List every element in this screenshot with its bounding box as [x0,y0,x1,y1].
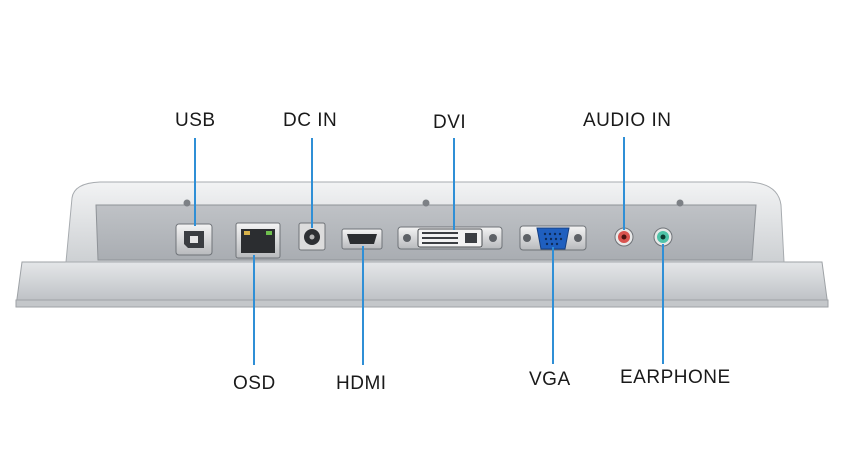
leader-line-vga [552,247,554,364]
leader-line-hdmi [362,246,364,365]
label-audio-in: AUDIO IN [583,110,672,131]
label-earphone: EARPHONE [620,367,731,388]
dvi-port [397,226,503,250]
osd-port [235,222,281,259]
leader-line-dc-in [311,138,313,228]
leader-line-audio-in [623,137,625,230]
usb-port [175,223,213,256]
label-vga: VGA [529,369,571,390]
label-dc-in: DC IN [283,110,338,131]
leader-line-earphone [662,244,664,364]
label-osd: OSD [233,373,276,394]
leader-line-osd [253,255,255,365]
label-hdmi: HDMI [336,373,387,394]
label-usb: USB [175,110,216,131]
rear-housing [65,181,785,263]
bezel-frame [15,261,829,308]
leader-line-dvi [453,138,455,230]
leader-line-usb [194,138,196,226]
audio-in-jack [614,227,634,247]
label-dvi: DVI [433,112,467,133]
dc-in-jack [298,222,326,251]
earphone-jack [653,227,673,247]
